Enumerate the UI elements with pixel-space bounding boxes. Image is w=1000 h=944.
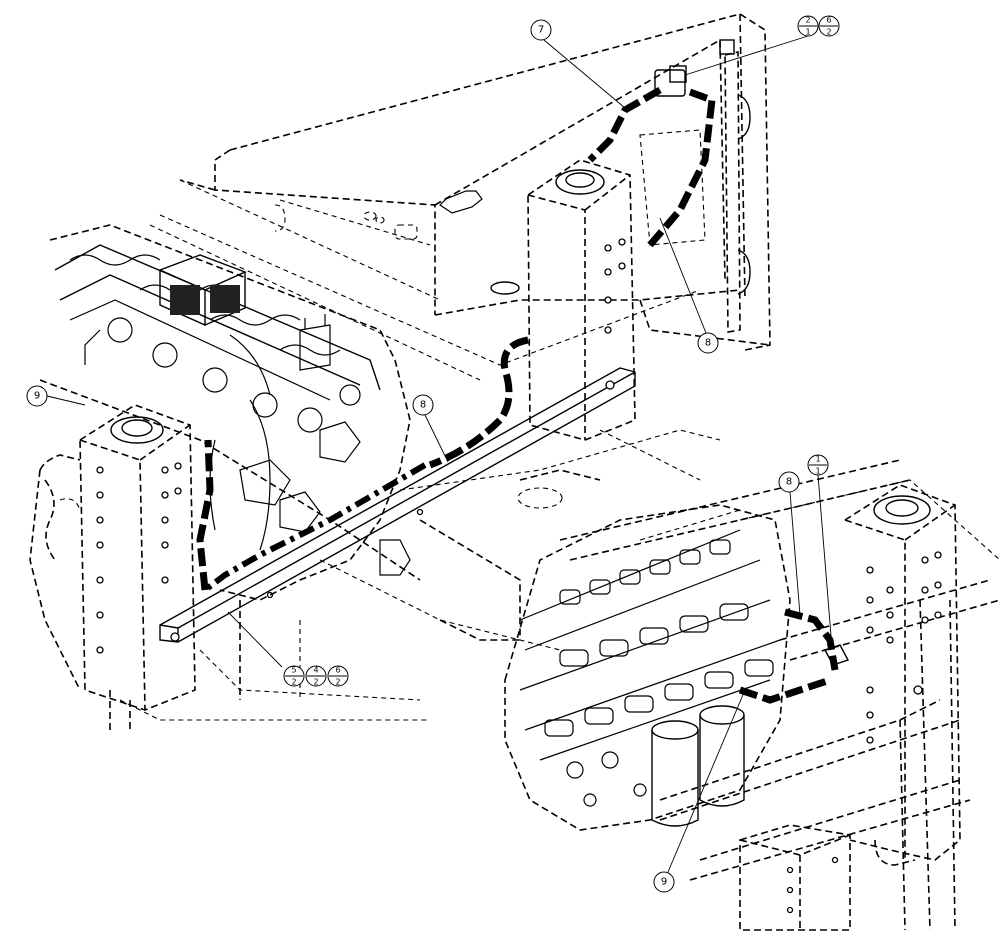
svg-text:9: 9 xyxy=(661,877,667,888)
svg-text:8: 8 xyxy=(420,400,426,411)
detail-view xyxy=(504,459,1000,931)
svg-text:8: 8 xyxy=(705,338,711,349)
callout-8-right: 8 xyxy=(778,471,801,616)
svg-text:2: 2 xyxy=(291,678,296,687)
callout-1-1: 1 1 xyxy=(807,454,833,649)
callout-5-2-4-2-6-2: 5 2 4 2 6 2 xyxy=(227,611,349,687)
svg-text:7: 7 xyxy=(538,25,544,36)
svg-text:6: 6 xyxy=(826,16,831,25)
left-hose xyxy=(203,462,427,593)
rail xyxy=(159,367,636,643)
svg-text:5: 5 xyxy=(291,666,296,675)
upper-pillar xyxy=(527,159,636,441)
svg-text:2: 2 xyxy=(313,678,318,687)
left-engine xyxy=(39,224,561,700)
svg-text:9: 9 xyxy=(34,391,40,402)
upper-hoses xyxy=(428,65,716,469)
svg-text:2: 2 xyxy=(335,678,340,687)
svg-text:4: 4 xyxy=(313,666,318,675)
callouts: 7 2 1 6 2 8 8 9 xyxy=(26,15,840,893)
svg-text:8: 8 xyxy=(786,477,792,488)
callout-9-left: 9 xyxy=(26,385,86,407)
svg-text:6: 6 xyxy=(335,666,340,675)
callout-7: 7 xyxy=(530,19,626,109)
svg-text:2: 2 xyxy=(826,28,831,37)
left-pillar xyxy=(79,404,196,711)
callout-8-upper: 8 xyxy=(659,217,719,354)
svg-text:1: 1 xyxy=(815,467,820,476)
left-hose-vertical xyxy=(196,439,214,591)
body-panel xyxy=(149,13,771,381)
injectors xyxy=(544,539,774,807)
callout-9-bottom: 9 xyxy=(653,689,746,893)
callout-2-1-6-2: 2 1 6 2 xyxy=(684,15,840,76)
svg-text:2: 2 xyxy=(805,16,810,25)
module-grid xyxy=(170,285,240,315)
svg-text:1: 1 xyxy=(805,28,810,37)
callout-8-middle: 8 xyxy=(412,394,449,463)
svg-text:1: 1 xyxy=(815,455,820,464)
left-outer-body xyxy=(29,429,741,730)
